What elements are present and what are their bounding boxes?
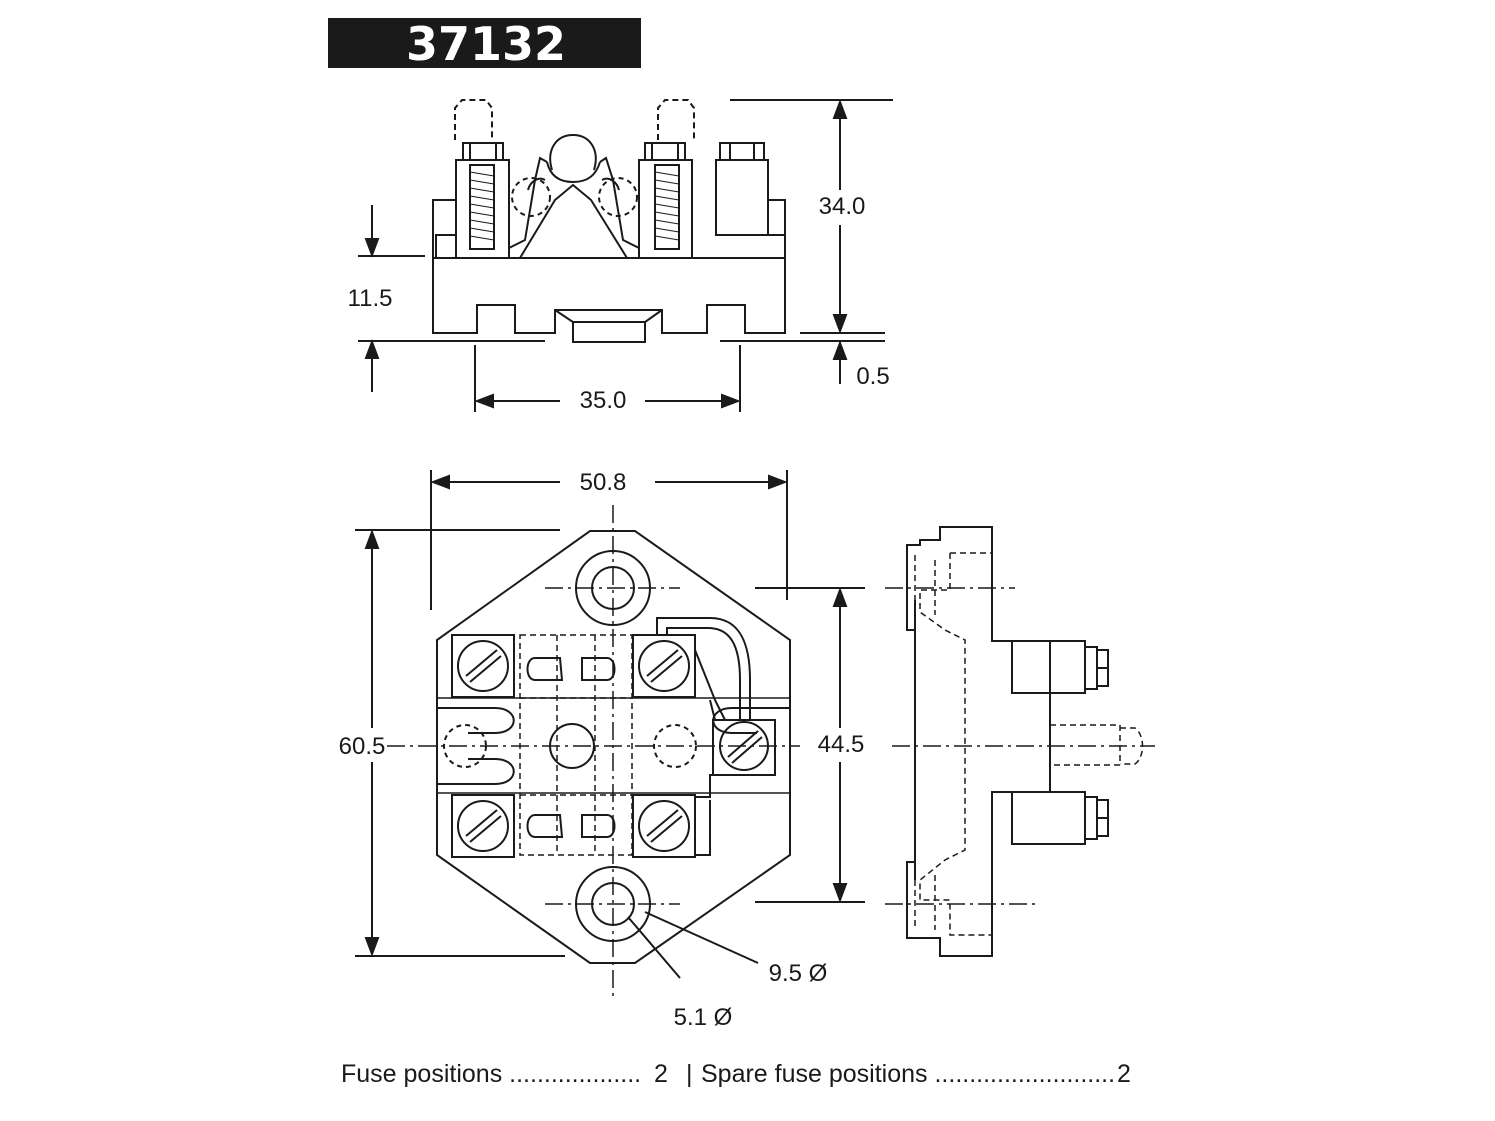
spare-fuse-positions-dots: ..........................: [934, 1060, 1116, 1088]
dimension-overall-height: 60.5: [339, 529, 565, 957]
bottom-mounting-hole: [575, 866, 651, 942]
spare-fuse-positions-label: Spare fuse positions: [701, 1060, 928, 1088]
side-elevation-view: [885, 526, 1155, 957]
dimension-overall-width: 50.8: [430, 469, 788, 610]
dimension-height-base: 11.5: [348, 205, 425, 392]
spare-fuse-positions-row: Spare fuse positions ...................…: [701, 1060, 1115, 1089]
dim-9-5-diameter: 9.5 Ø: [769, 960, 828, 987]
fuse-positions-label: Fuse positions: [341, 1060, 503, 1088]
dimension-hole-spacing: 44.5: [755, 587, 865, 903]
fuse-positions-row: Fuse positions ...................: [341, 1060, 641, 1089]
screw-bottom-right: [632, 794, 696, 858]
dim-34: 34.0: [819, 193, 866, 220]
dim-11-5: 11.5: [348, 285, 393, 312]
top-mounting-hole: [575, 550, 651, 626]
earth-terminal: [715, 142, 769, 236]
spare-fuse-positions-value: 2: [1117, 1060, 1131, 1088]
part-number-band: 37132: [328, 17, 641, 71]
diameter-callouts: 9.5 Ø 5.1 Ø: [627, 911, 828, 1031]
dim-5-1-diameter: 5.1 Ø: [674, 1004, 733, 1031]
dim-35: 35.0: [580, 387, 627, 414]
front-elevation-view: 34.0 0.5 11.5 35.0: [348, 99, 893, 414]
dimension-offset: 0.5: [832, 340, 890, 390]
spec-separator: |: [686, 1060, 693, 1088]
screw-earth: [712, 719, 776, 776]
part-number: 37132: [406, 17, 566, 71]
screw-top-left: [451, 634, 515, 698]
center-hole: [549, 723, 595, 769]
screw-top-right: [632, 634, 696, 698]
dim-44-5: 44.5: [818, 731, 865, 758]
dimension-rail-width: 35.0: [474, 345, 741, 414]
fuse-clip: [508, 133, 640, 259]
dim-50-8: 50.8: [580, 469, 627, 496]
dimension-height-total: 34.0: [730, 99, 893, 334]
right-terminal: [638, 99, 695, 259]
dim-60-5: 60.5: [339, 733, 386, 760]
screw-bottom-left: [451, 794, 515, 858]
dim-0-5: 0.5: [856, 363, 889, 390]
fuse-positions-value: 2: [654, 1060, 668, 1088]
plan-view: 50.8 60.5 44.5 9.5 Ø 5.1 Ø: [339, 469, 865, 1031]
fuse-positions-dots: ...................: [509, 1060, 642, 1088]
left-terminal: [454, 99, 510, 259]
